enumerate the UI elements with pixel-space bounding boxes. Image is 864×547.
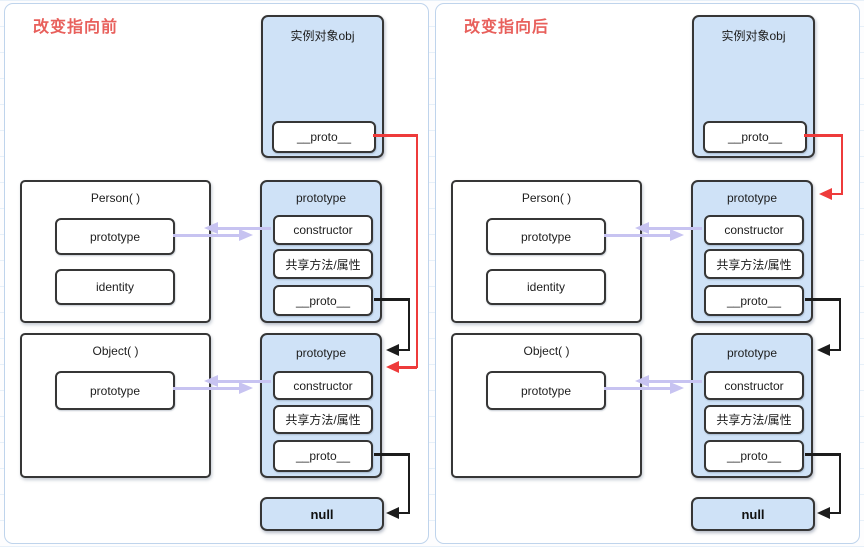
object-constructor-box: Object( ) prototype xyxy=(451,333,642,478)
purple-arrow-segment xyxy=(173,234,239,237)
red-arrow-segment xyxy=(415,134,418,368)
shared-members-field: 共享方法/属性 xyxy=(273,405,373,434)
person-label: Person( ) xyxy=(521,191,572,205)
object-prototype-object-box: prototype constructor 共享方法/属性 __proto__ xyxy=(260,333,382,478)
null-terminal-box: null xyxy=(260,497,384,531)
object-constructor-box: Object( ) prototype xyxy=(20,333,211,478)
purple-arrowhead-right-icon xyxy=(670,382,684,394)
shared-members-field: 共享方法/属性 xyxy=(273,249,373,279)
red-arrow-segment xyxy=(804,134,843,137)
black-arrowhead-left-icon xyxy=(386,344,399,356)
object-prototype-object-box: prototype constructor 共享方法/属性 __proto__ xyxy=(691,333,813,478)
instance-proto-field: __proto__ xyxy=(272,121,376,153)
person-prototype-object-box: prototype constructor 共享方法/属性 __proto__ xyxy=(260,180,382,323)
proto-field: __proto__ xyxy=(704,440,804,472)
red-arrow-segment xyxy=(840,134,843,195)
red-arrowhead-left-icon xyxy=(819,188,832,200)
black-arrow-segment xyxy=(407,298,410,351)
black-arrow-segment xyxy=(829,511,841,514)
black-arrowhead-left-icon xyxy=(386,507,399,519)
black-arrow-segment xyxy=(374,298,410,301)
purple-arrowhead-right-icon xyxy=(239,229,253,241)
black-arrowhead-left-icon xyxy=(817,344,830,356)
purple-arrow-segment xyxy=(604,387,670,390)
black-arrow-segment xyxy=(407,453,410,514)
object-prototype-object-label: prototype xyxy=(295,346,347,360)
black-arrow-segment xyxy=(374,453,410,456)
panel-title: 改变指向前 xyxy=(33,19,119,36)
instance-object-label: 实例对象obj xyxy=(721,29,786,43)
purple-arrow-segment xyxy=(218,380,271,383)
black-arrow-segment xyxy=(829,348,841,351)
person-prototype-field: prototype xyxy=(486,218,606,255)
panel-title: 改变指向后 xyxy=(464,19,550,36)
shared-members-field: 共享方法/属性 xyxy=(704,249,804,279)
person-prototype-field: prototype xyxy=(55,218,175,255)
constructor-field: constructor xyxy=(704,215,804,245)
person-prototype-object-label: prototype xyxy=(295,191,347,205)
black-arrow-segment xyxy=(838,298,841,351)
red-arrow-segment xyxy=(831,192,843,195)
purple-arrowhead-left-icon xyxy=(635,222,649,234)
object-prototype-field: prototype xyxy=(486,371,606,410)
object-label: Object( ) xyxy=(92,344,139,358)
purple-arrow-segment xyxy=(649,227,702,230)
proto-field: __proto__ xyxy=(273,440,373,472)
instance-object-box: 实例对象obj __proto__ xyxy=(692,15,815,158)
constructor-field: constructor xyxy=(273,371,373,400)
object-prototype-object-label: prototype xyxy=(726,346,778,360)
panel-after-change: 改变指向后 实例对象obj __proto__ Person( ) protot… xyxy=(435,3,860,544)
instance-object-label: 实例对象obj xyxy=(290,29,355,43)
purple-arrowhead-right-icon xyxy=(670,229,684,241)
red-arrow-segment xyxy=(373,134,418,137)
red-arrow-segment xyxy=(398,366,417,369)
purple-arrow-segment xyxy=(173,387,239,390)
shared-members-field: 共享方法/属性 xyxy=(704,405,804,434)
person-prototype-object-box: prototype constructor 共享方法/属性 __proto__ xyxy=(691,180,813,323)
person-identity-field: identity xyxy=(55,269,175,305)
instance-proto-field: __proto__ xyxy=(703,121,807,153)
null-terminal-box: null xyxy=(691,497,815,531)
purple-arrow-segment xyxy=(604,234,670,237)
purple-arrowhead-left-icon xyxy=(635,375,649,387)
proto-field: __proto__ xyxy=(273,285,373,316)
purple-arrow-segment xyxy=(218,227,271,230)
black-arrow-segment xyxy=(398,348,410,351)
panel-before-change: 改变指向前 实例对象obj __proto__ Person( ) protot… xyxy=(4,3,429,544)
purple-arrowhead-right-icon xyxy=(239,382,253,394)
black-arrow-segment xyxy=(805,298,841,301)
constructor-field: constructor xyxy=(704,371,804,400)
black-arrow-segment xyxy=(398,511,410,514)
object-prototype-field: prototype xyxy=(55,371,175,410)
purple-arrow-segment xyxy=(649,380,702,383)
person-constructor-box: Person( ) prototype identity xyxy=(451,180,642,323)
black-arrow-segment xyxy=(805,453,841,456)
red-arrowhead-left-icon xyxy=(386,361,399,373)
person-constructor-box: Person( ) prototype identity xyxy=(20,180,211,323)
person-label: Person( ) xyxy=(90,191,141,205)
object-label: Object( ) xyxy=(523,344,570,358)
constructor-field: constructor xyxy=(273,215,373,245)
purple-arrowhead-left-icon xyxy=(204,375,218,387)
person-prototype-object-label: prototype xyxy=(726,191,778,205)
person-identity-field: identity xyxy=(486,269,606,305)
purple-arrowhead-left-icon xyxy=(204,222,218,234)
proto-field: __proto__ xyxy=(704,285,804,316)
instance-object-box: 实例对象obj __proto__ xyxy=(261,15,384,158)
black-arrowhead-left-icon xyxy=(817,507,830,519)
black-arrow-segment xyxy=(838,453,841,514)
